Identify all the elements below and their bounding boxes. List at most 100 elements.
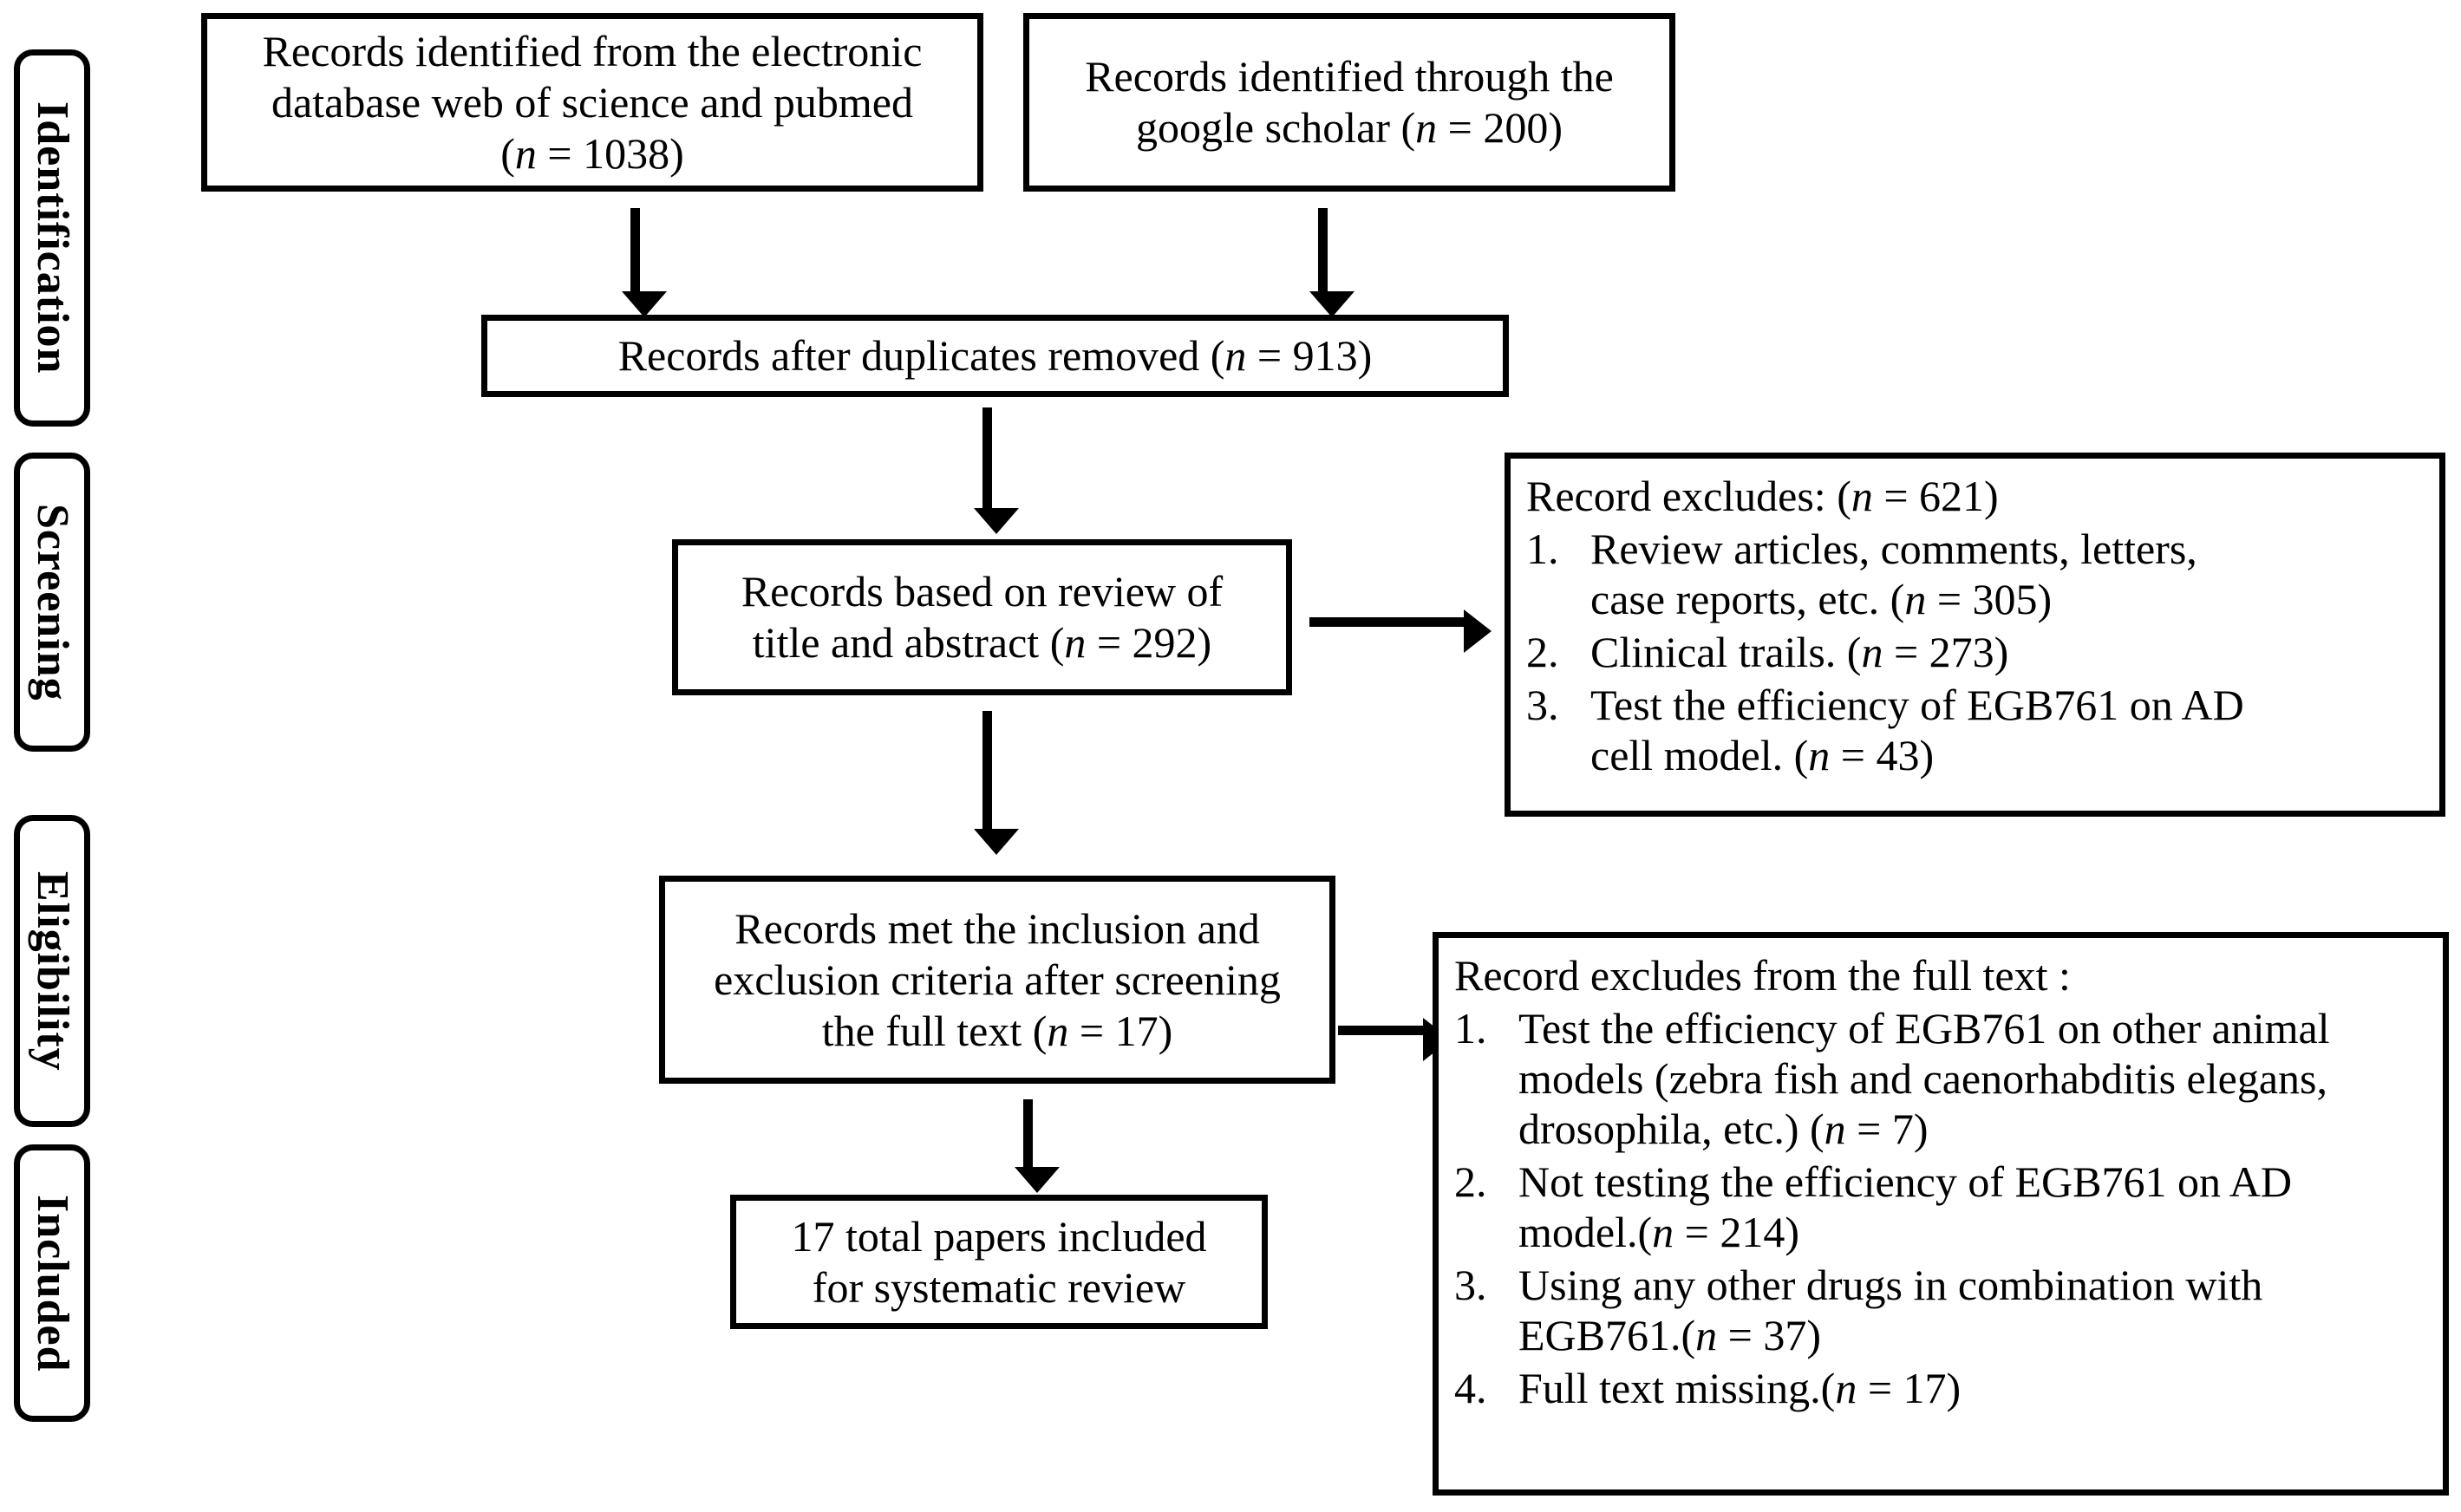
box-records-after-duplicates-removed: Records after duplicates removed (n = 91… [481,315,1509,397]
re3-line-2: cell model. (n = 43) [1590,731,1934,779]
rf3-line-2-n: n [1695,1311,1718,1359]
ta-line-1: Records based on review of [741,567,1224,616]
stage-label-eligibility-text: Eligibility [28,870,77,1072]
record-excludes-fulltext-item-2-number: 2. [1454,1157,1487,1206]
db-line-3-suffix: = 1038) [536,128,684,178]
re2-line-1-suffix: = 273) [1883,628,2009,676]
record-excludes-item-1-body: Review articles, comments, letters, case… [1590,524,2424,624]
re3-line-2-prefix: cell model. ( [1590,731,1809,779]
box-records-identified-database-text: Records identified from the electronic d… [263,26,923,179]
record-excludes-fulltext-item-4: 4. Full text missing.(n = 17) [1454,1363,2427,1413]
record-excludes-fulltext-item-3: 3. Using any other drugs in combination … [1454,1260,2427,1360]
rf1-line-3-n: n [1824,1105,1846,1153]
stage-label-included: Included [14,1144,90,1422]
record-excludes-fulltext-list: 1. Test the efficiency of EGB761 on othe… [1454,1003,2427,1413]
rf3-line-2-prefix: EGB761.( [1518,1311,1696,1359]
box-records-title-abstract: Records based on review of title and abs… [672,539,1292,695]
ie-line-3-prefix: the full text ( [821,1006,1048,1055]
re1-line-1: Review articles, comments, letters, [1590,525,2197,573]
box-final-papers-included-text: 17 total papers included for systematic … [791,1211,1206,1313]
ie-line-3-n: n [1047,1006,1069,1055]
re1-line-2: case reports, etc. (n = 305) [1590,575,2052,623]
record-excludes-fulltext-content: Record excludes from the full text : 1. … [1454,950,2427,1413]
ie-line-1: Records met the inclusion and [734,903,1260,953]
db-line-3: (n = 1038) [500,129,684,178]
re2-line-1-prefix: Clinical trails. ( [1590,628,1862,676]
rf3-line-2: EGB761.(n = 37) [1518,1311,1821,1359]
rf1-line-3-prefix: drosophila, etc.) ( [1518,1105,1825,1153]
ta-line-2-n: n [1064,618,1087,667]
box-records-inclusion-exclusion-criteria-text: Records met the inclusion and exclusion … [714,903,1281,1057]
rf4-line-1-n: n [1835,1364,1857,1412]
box-records-after-duplicates-removed-text: Records after duplicates removed (n = 91… [618,330,1373,381]
re-head-prefix: Record excludes: ( [1526,472,1851,520]
re1-line-2-prefix: case reports, etc. ( [1590,575,1905,623]
record-excludes-fulltext-item-2-body: Not testing the efficiency of EGB761 on … [1518,1157,2427,1257]
rf1-line-3-suffix: = 7) [1845,1105,1929,1153]
gs-line-1: Records identified through the [1085,52,1614,101]
stage-label-included-text: Included [28,1194,77,1372]
record-excludes-fulltext-item-1-number: 1. [1454,1004,1487,1053]
record-excludes-heading: Record excludes: (n = 621) [1526,471,2424,521]
re-head-n: n [1851,472,1873,520]
fi-line-2: for systematic review [812,1262,1186,1312]
rf2-line-2-prefix: model.( [1518,1208,1653,1256]
re3-line-2-n: n [1808,731,1831,779]
box-records-identified-google-text: Records identified through the google sc… [1085,51,1614,153]
record-excludes-item-1-number: 1. [1526,525,1559,573]
rf2-line-1: Not testing the efficiency of EGB761 on … [1518,1157,2292,1206]
box-record-excludes-fulltext: Record excludes from the full text : 1. … [1433,932,2449,1496]
arrow-title-abstract-to-inclusion [974,711,1019,855]
rf1-line-2: models (zebra fish and caenorhabditis el… [1518,1054,2327,1103]
stage-label-eligibility: Eligibility [14,815,90,1127]
record-excludes-fulltext-item-3-number: 3. [1454,1261,1487,1309]
record-excludes-fulltext-item-2: 2. Not testing the efficiency of EGB761 … [1454,1157,2427,1257]
ie-line-2: exclusion criteria after screening [714,955,1281,1004]
record-excludes-fulltext-item-4-body: Full text missing.(n = 17) [1518,1363,2427,1413]
dup-suffix: = 913) [1246,331,1373,380]
box-records-identified-google: Records identified through the google sc… [1023,13,1675,192]
fi-line-1: 17 total papers included [791,1211,1207,1261]
stage-label-identification-text: Identification [28,101,77,375]
record-excludes-item-3-body: Test the efficiency of EGB761 on AD cell… [1590,680,2424,780]
rf3-line-2-suffix: = 37) [1717,1311,1822,1359]
rf1-line-1: Test the efficiency of EGB761 on other a… [1518,1004,2330,1053]
arrow-inclusion-to-final-included [1015,1099,1060,1193]
re2-line-1-n: n [1861,628,1883,676]
stage-label-screening-text: Screening [28,503,77,701]
gs-line-2-suffix: = 200) [1437,103,1563,152]
db-line-1: Records identified from the electronic [262,26,923,75]
record-excludes-list: 1. Review articles, comments, letters, c… [1526,524,2424,780]
arrow-google-to-duplicates [1309,208,1355,317]
re3-line-2-suffix: = 43) [1830,731,1935,779]
box-record-excludes: Record excludes: (n = 621) 1. Review art… [1505,453,2445,817]
box-records-title-abstract-text: Records based on review of title and abs… [741,566,1223,668]
dup-n: n [1224,331,1247,380]
re3-line-1: Test the efficiency of EGB761 on AD [1590,681,2244,729]
record-excludes-fulltext-item-4-number: 4. [1454,1364,1487,1412]
record-excludes-item-2-body: Clinical trails. (n = 273) [1590,627,2424,677]
record-excludes-fulltext-item-1-body: Test the efficiency of EGB761 on other a… [1518,1003,2427,1154]
rf4-line-1-prefix: Full text missing.( [1518,1364,1836,1412]
ta-line-2-suffix: = 292) [1086,618,1212,667]
arrow-title-abstract-to-record-excludes [1309,609,1492,653]
re1-line-2-suffix: = 305) [1926,575,2053,623]
ie-line-3-suffix: = 17) [1068,1006,1173,1055]
record-excludes-item-2-number: 2. [1526,628,1559,676]
record-excludes-item-1: 1. Review articles, comments, letters, c… [1526,524,2424,624]
arrow-duplicates-to-title-abstract [974,407,1019,534]
record-excludes-fulltext-item-1: 1. Test the efficiency of EGB761 on othe… [1454,1003,2427,1154]
ie-line-3: the full text (n = 17) [822,1007,1173,1055]
re-head-suffix: = 621) [1872,472,1999,520]
rf2-line-2-n: n [1652,1208,1674,1256]
arrow-database-to-duplicates [622,208,667,317]
rf2-line-2-suffix: = 214) [1674,1208,1799,1256]
ta-line-2-prefix: title and abstract ( [752,618,1065,667]
gs-line-2-prefix: google scholar ( [1136,103,1416,152]
rf3-line-1: Using any other drugs in combination wit… [1518,1261,2263,1309]
rf2-line-2: model.(n = 214) [1518,1208,1799,1256]
record-excludes-item-3-number: 3. [1526,681,1559,729]
record-excludes-item-3: 3. Test the efficiency of EGB761 on AD c… [1526,680,2424,780]
db-line-3-n: n [514,128,537,178]
